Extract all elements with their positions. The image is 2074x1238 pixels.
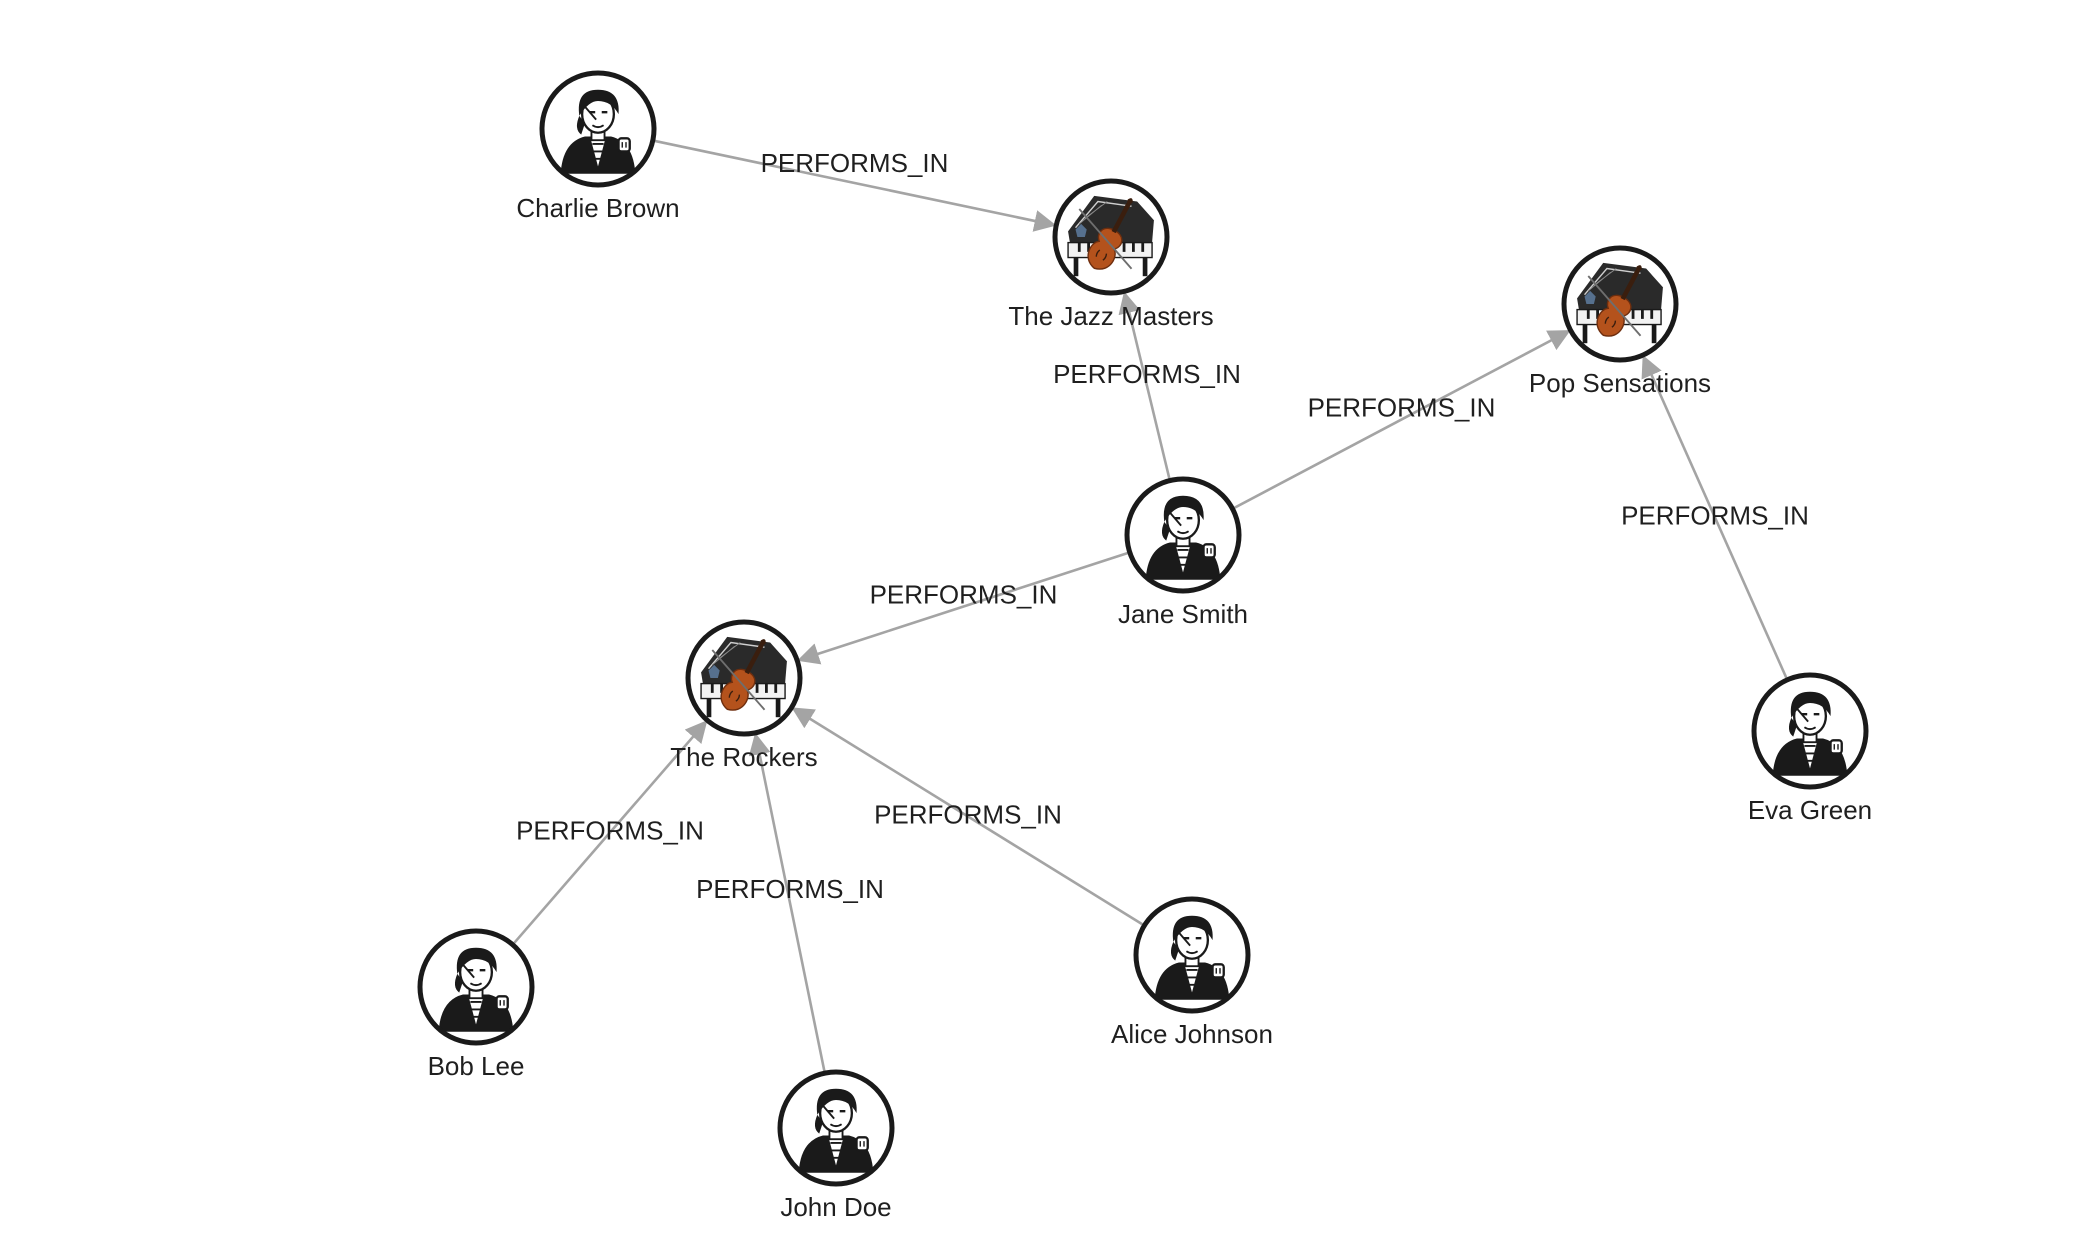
node-label: John Doe <box>780 1192 891 1222</box>
node-bob[interactable]: Bob Lee <box>417 928 535 1081</box>
node-label: The Jazz Masters <box>1008 301 1213 331</box>
node-ring <box>777 1069 895 1187</box>
edge-bob-rockers[interactable]: PERFORMS_IN <box>513 720 708 945</box>
node-label: Bob Lee <box>428 1051 525 1081</box>
edge-line[interactable] <box>1233 329 1571 510</box>
edge-line[interactable] <box>654 139 1057 232</box>
singer-avatar-icon <box>783 1075 889 1181</box>
violin-piano-icon <box>691 625 797 731</box>
edge-label: PERFORMS_IN <box>874 799 1062 829</box>
singer-avatar-icon <box>1757 678 1863 784</box>
node-ring <box>685 619 803 737</box>
edge-eva-pop[interactable]: PERFORMS_IN <box>1621 354 1809 679</box>
singer-avatar-icon <box>545 76 651 182</box>
edge-line[interactable] <box>1118 291 1171 479</box>
node-label: Jane Smith <box>1118 599 1248 629</box>
edge-jane-pop[interactable]: PERFORMS_IN <box>1233 329 1571 510</box>
node-jane[interactable]: Jane Smith <box>1118 476 1248 629</box>
edge-label: PERFORMS_IN <box>516 815 704 845</box>
node-john[interactable]: John Doe <box>777 1069 895 1222</box>
node-eva[interactable]: Eva Green <box>1748 672 1872 825</box>
edge-charlie-jazz[interactable]: PERFORMS_IN <box>654 139 1057 232</box>
node-label: The Rockers <box>670 742 817 772</box>
node-jazz[interactable]: The Jazz Masters <box>1008 178 1214 331</box>
edge-jane-rockers[interactable]: PERFORMS_IN <box>797 551 1129 665</box>
edge-label: PERFORMS_IN <box>870 579 1058 609</box>
singer-avatar-icon <box>1130 482 1236 588</box>
violin-piano-icon <box>1058 184 1164 290</box>
node-charlie[interactable]: Charlie Brown <box>516 70 680 223</box>
singer-avatar-icon <box>1139 902 1245 1008</box>
edge-label: PERFORMS_IN <box>1621 500 1809 530</box>
node-label: Pop Sensations <box>1529 368 1711 398</box>
node-ring <box>1751 672 1869 790</box>
node-label: Eva Green <box>1748 795 1872 825</box>
node-label: Alice Johnson <box>1111 1019 1273 1049</box>
node-alice[interactable]: Alice Johnson <box>1111 896 1273 1049</box>
node-ring <box>1124 476 1242 594</box>
node-rockers[interactable]: The Rockers <box>670 619 818 772</box>
edge-label: PERFORMS_IN <box>761 148 949 178</box>
violin-piano-icon <box>1567 251 1673 357</box>
edge-line[interactable] <box>797 551 1129 665</box>
edge-label: PERFORMS_IN <box>1053 359 1241 389</box>
edge-label: PERFORMS_IN <box>1308 392 1496 422</box>
node-ring <box>1561 245 1679 363</box>
edge-line[interactable] <box>748 732 826 1072</box>
node-ring <box>1133 896 1251 1014</box>
node-ring <box>1052 178 1170 296</box>
edges-layer: PERFORMS_IN PERFORMS_IN PERFORMS_IN PERFORM… <box>513 139 1809 1072</box>
edge-line[interactable] <box>791 707 1144 926</box>
node-ring <box>417 928 535 1046</box>
node-pop[interactable]: Pop Sensations <box>1529 245 1711 398</box>
edge-alice-rockers[interactable]: PERFORMS_IN <box>791 707 1144 926</box>
edge-john-rockers[interactable]: PERFORMS_IN <box>696 732 884 1072</box>
node-ring <box>539 70 657 188</box>
edge-line[interactable] <box>513 720 708 945</box>
singer-avatar-icon <box>423 934 529 1040</box>
edge-line[interactable] <box>1641 354 1788 679</box>
node-label: Charlie Brown <box>516 193 679 223</box>
edge-label: PERFORMS_IN <box>696 874 884 904</box>
edge-jane-jazz[interactable]: PERFORMS_IN <box>1053 291 1241 479</box>
